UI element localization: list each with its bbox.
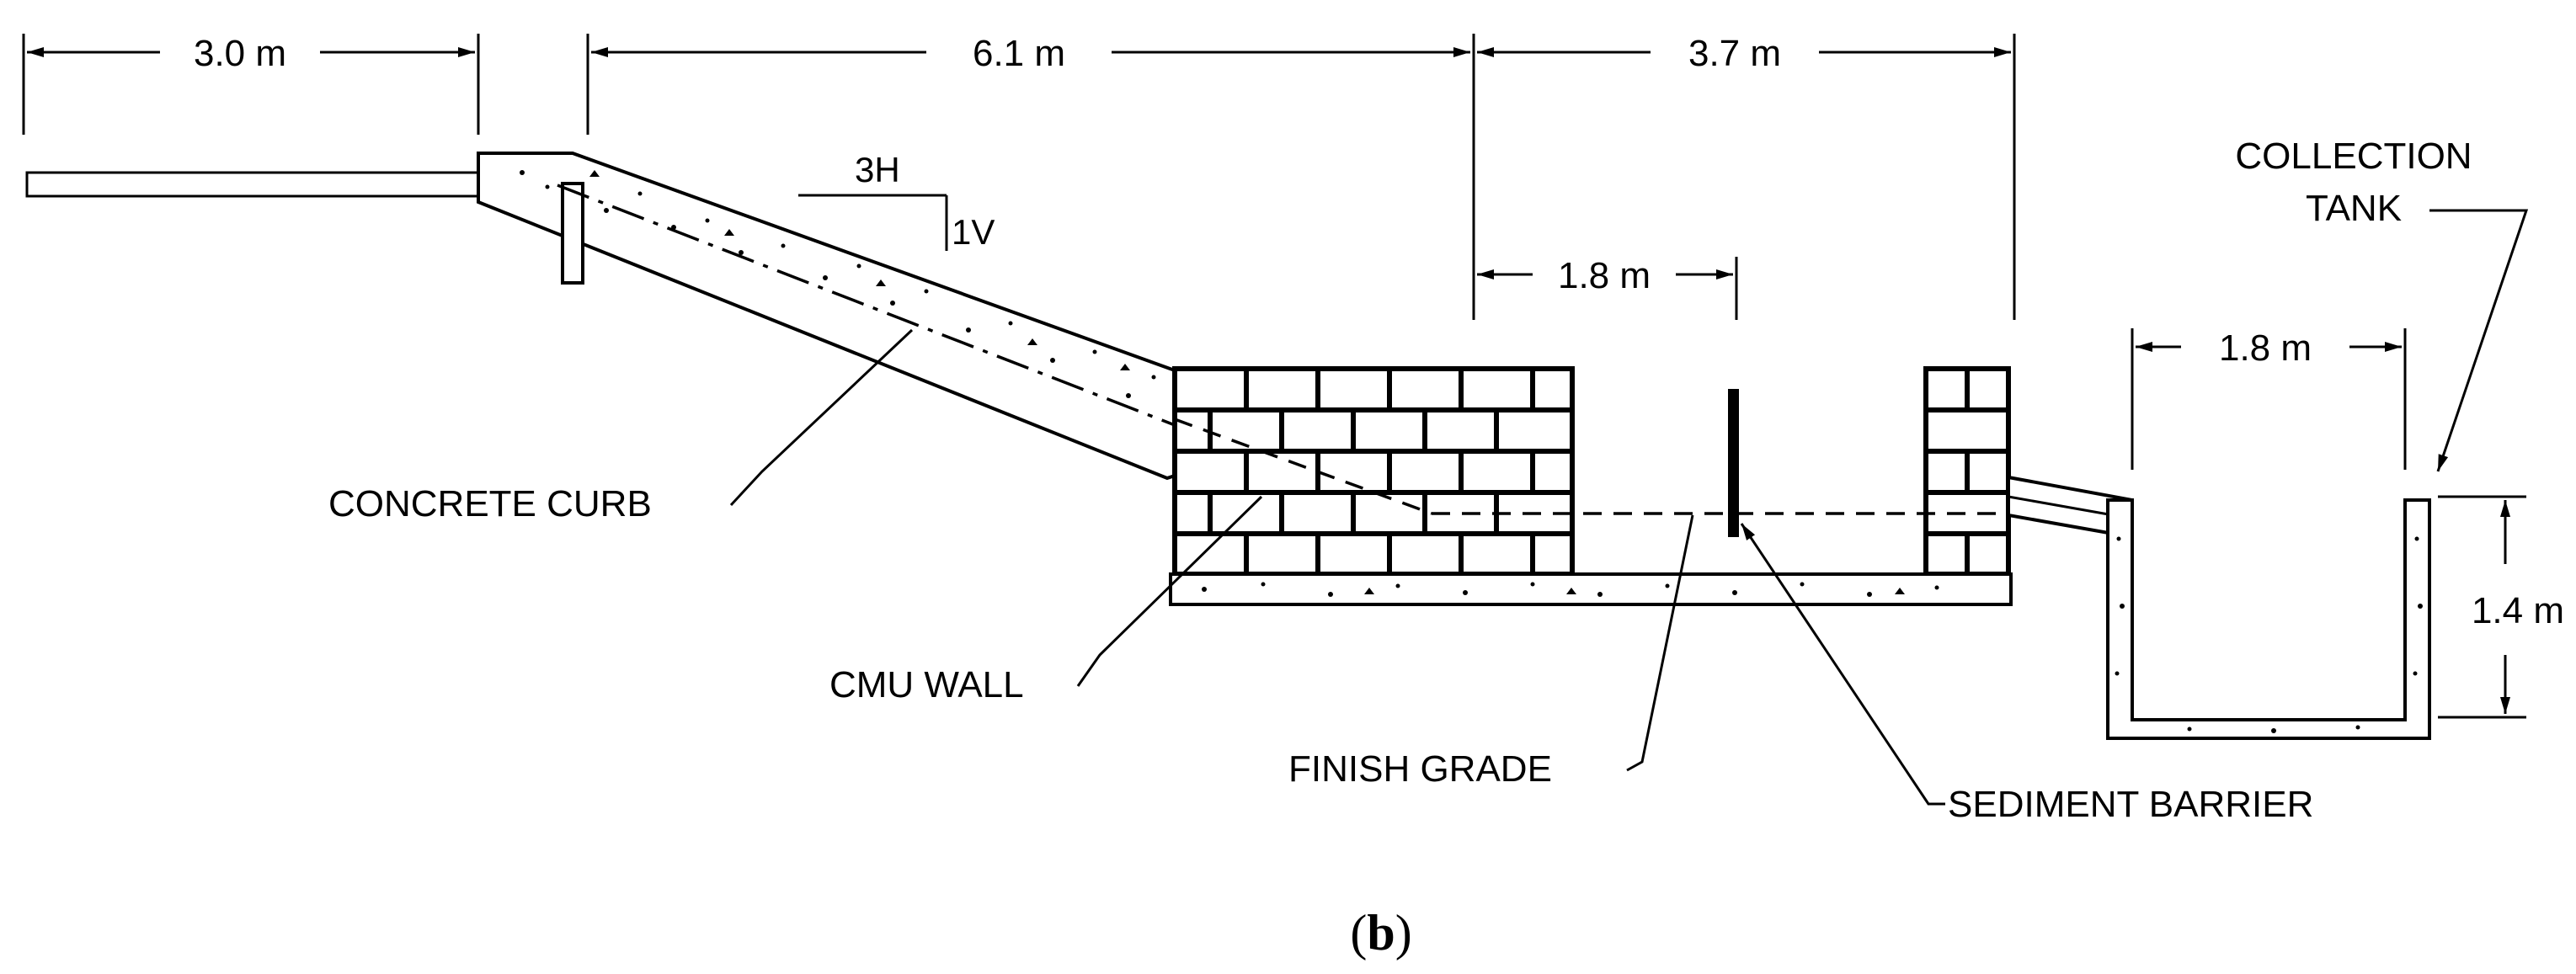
sediment-barrier	[1728, 389, 1739, 537]
sediment-barrier-label: SEDIMENT BARRIER	[1948, 784, 2313, 825]
label-finish-grade: FINISH GRADE	[1288, 514, 1694, 790]
slope-horizontal-label: 3H	[855, 150, 900, 189]
label-collection-tank: COLLECTION TANK	[2235, 136, 2529, 472]
dimension-label-1-8m-barrier: 1.8 m	[1558, 255, 1651, 296]
finish-grade-label: FINISH GRADE	[1288, 748, 1552, 790]
cmu-wall-right	[1923, 366, 2011, 577]
cmu-wall-left	[1172, 366, 1575, 577]
dimension-label-3-0m: 3.0 m	[194, 33, 286, 74]
dimension-label-6-1m: 6.1 m	[973, 33, 1065, 74]
curb-key	[561, 182, 584, 285]
dimension-label-1-8m-tank: 1.8 m	[2219, 327, 2312, 369]
label-cmu-wall: CMU WALL	[829, 495, 1263, 705]
collection-tank-label-line2: TANK	[2306, 188, 2402, 229]
base-slab	[1169, 572, 2013, 606]
slope-vertical-label: 1V	[952, 212, 995, 252]
cmu-wall-label: CMU WALL	[829, 664, 1024, 705]
caption-letter: b	[1367, 905, 1395, 961]
slope-indicator: 3H 1V	[798, 150, 995, 252]
base-slab-stipple	[1202, 582, 1939, 597]
finish-grade-slope-dashed	[1174, 418, 1432, 515]
concrete-curb-label: CONCRETE CURB	[328, 483, 652, 524]
caption-open-paren: (	[1350, 905, 1367, 961]
dimension-1-8m-tank: 1.8 m	[2131, 327, 2407, 470]
figure-caption: (b)	[1350, 905, 1411, 961]
label-concrete-curb: CONCRETE CURB	[328, 328, 914, 524]
approach-slab	[25, 171, 480, 198]
dimension-label-1-4m: 1.4 m	[2472, 590, 2564, 631]
collection-tank-label-line1: COLLECTION	[2235, 136, 2472, 177]
curb-stipple	[520, 170, 1156, 398]
caption-close-paren: )	[1395, 905, 1412, 961]
curb-centerline	[557, 184, 1176, 427]
dimension-label-3-7m: 3.7 m	[1688, 33, 1781, 74]
dimension-3-7m: 3.7 m	[1477, 33, 2016, 320]
label-sediment-barrier: SEDIMENT BARRIER	[1740, 523, 2313, 825]
collection-tank	[2106, 498, 2431, 740]
dimension-3-0m: 3.0 m	[22, 33, 480, 135]
dimension-6-1m: 6.1 m	[586, 33, 1475, 320]
dimension-1-8m-barrier: 1.8 m	[1477, 255, 1738, 320]
dimension-1-4m: 1.4 m	[2438, 495, 2564, 719]
